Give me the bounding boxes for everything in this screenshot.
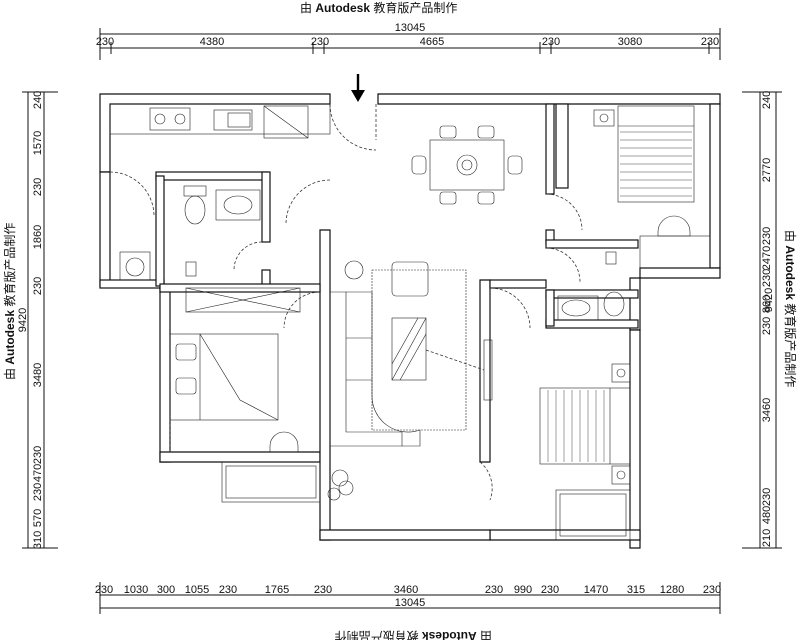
top-seg-1: 230: [96, 36, 114, 48]
bottom-seg-9: 230: [485, 584, 503, 596]
top-seg-4: 4665: [420, 36, 444, 48]
watermark-top: 由 Autodesk 教育版产品制作: [300, 0, 457, 15]
left-seg-7: 230: [32, 446, 44, 464]
plants: [327, 469, 354, 501]
svg-text:由 Autodesk 教育版产品制作: 由 Autodesk 教育版产品制作: [2, 223, 17, 380]
bottom-seg-11: 230: [541, 584, 559, 596]
right-seg-11: 210: [761, 529, 773, 547]
left-seg-11: 310: [32, 531, 44, 549]
watermark-right: 由 Autodesk 教育版产品制作: [783, 230, 798, 387]
left-seg-5: 230: [32, 277, 44, 295]
top-dimensions: 13045 230 4380 230 4665 230 3080 230: [96, 22, 721, 60]
svg-text:由 Autodesk 教育版产品制作: 由 Autodesk 教育版产品制作: [783, 230, 798, 387]
bed-top-right: [593, 105, 695, 237]
living-rug: [371, 269, 467, 431]
left-seg-2: 1570: [32, 131, 44, 155]
bottom-seg-2: 1030: [124, 584, 148, 596]
washing-machine-icon: [119, 251, 151, 281]
bottom-seg-14: 1280: [660, 584, 684, 596]
top-seg-3: 230: [311, 36, 329, 48]
right-seg-1: 240: [761, 91, 773, 109]
dining-table: [411, 125, 523, 205]
right-seg-7: 230: [761, 317, 773, 335]
bottom-seg-1: 230: [95, 584, 113, 596]
right-seg-9: 230: [761, 488, 773, 506]
bottom-seg-5: 230: [219, 584, 237, 596]
entry-arrow-icon: [351, 74, 365, 102]
exterior-walls: [99, 93, 721, 549]
left-seg-9: 230: [32, 483, 44, 501]
balcony-left: [221, 461, 321, 503]
right-seg-6: 860: [761, 295, 773, 313]
living-sofa: [329, 260, 429, 447]
bed-bottom-right: [539, 363, 631, 485]
bed-left: [169, 287, 301, 453]
top-seg-5: 230: [542, 36, 560, 48]
right-dimensions: 9420 240 2770 230 2470 230 860 230 3460 …: [742, 91, 782, 549]
bottom-seg-8: 3460: [394, 584, 418, 596]
top-seg-7: 230: [701, 36, 719, 48]
left-seg-10: 570: [32, 509, 44, 527]
left-seg-6: 3480: [32, 363, 44, 387]
bottom-total: 13045: [395, 597, 426, 609]
bottom-seg-7: 230: [314, 584, 332, 596]
top-total: 13045: [395, 22, 426, 34]
left-seg-4: 1860: [32, 225, 44, 249]
bottom-seg-4: 1055: [185, 584, 209, 596]
right-seg-2: 2770: [761, 158, 773, 182]
bathroom-right: [557, 251, 625, 321]
right-seg-5: 230: [761, 269, 773, 287]
left-seg-3: 230: [32, 178, 44, 196]
left-seg-8: 470: [32, 464, 44, 482]
top-seg-2: 4380: [200, 36, 224, 48]
bottom-seg-13: 315: [627, 584, 645, 596]
top-seg-6: 3080: [618, 36, 642, 48]
interior-walls: [99, 103, 639, 329]
bottom-seg-10: 990: [514, 584, 532, 596]
watermark-bottom: 由 Autodesk 教育版产品制作: [335, 629, 492, 640]
bottom-seg-12: 1470: [584, 584, 608, 596]
balcony-right: [555, 235, 711, 541]
bottom-seg-15: 230: [703, 584, 721, 596]
bathroom-left: [183, 185, 261, 277]
right-seg-8: 3460: [761, 398, 773, 422]
right-seg-10: 480: [761, 506, 773, 524]
svg-text:由 Autodesk 教育版产品制作: 由 Autodesk 教育版产品制作: [300, 0, 457, 15]
svg-text:由 Autodesk 教育版产品制作: 由 Autodesk 教育版产品制作: [335, 629, 492, 640]
right-seg-4: 2470: [761, 246, 773, 270]
right-total: 9420: [763, 288, 775, 312]
tv-cabinet: [425, 339, 493, 401]
left-dimensions: 9420 240 1570 230 1860 230 3480 230 470 …: [17, 91, 58, 549]
watermark-left: 由 Autodesk 教育版产品制作: [2, 223, 17, 380]
doors: [109, 103, 583, 501]
bottom-seg-6: 1765: [265, 584, 289, 596]
bottom-seg-3: 300: [157, 584, 175, 596]
bottom-dimensions: 13045 230 1030 300 1055 230 1765 230 346…: [95, 582, 721, 614]
left-total: 9420: [17, 308, 29, 332]
right-seg-3: 230: [761, 227, 773, 245]
left-seg-1: 240: [32, 91, 44, 109]
kitchen-counter: [109, 103, 331, 139]
